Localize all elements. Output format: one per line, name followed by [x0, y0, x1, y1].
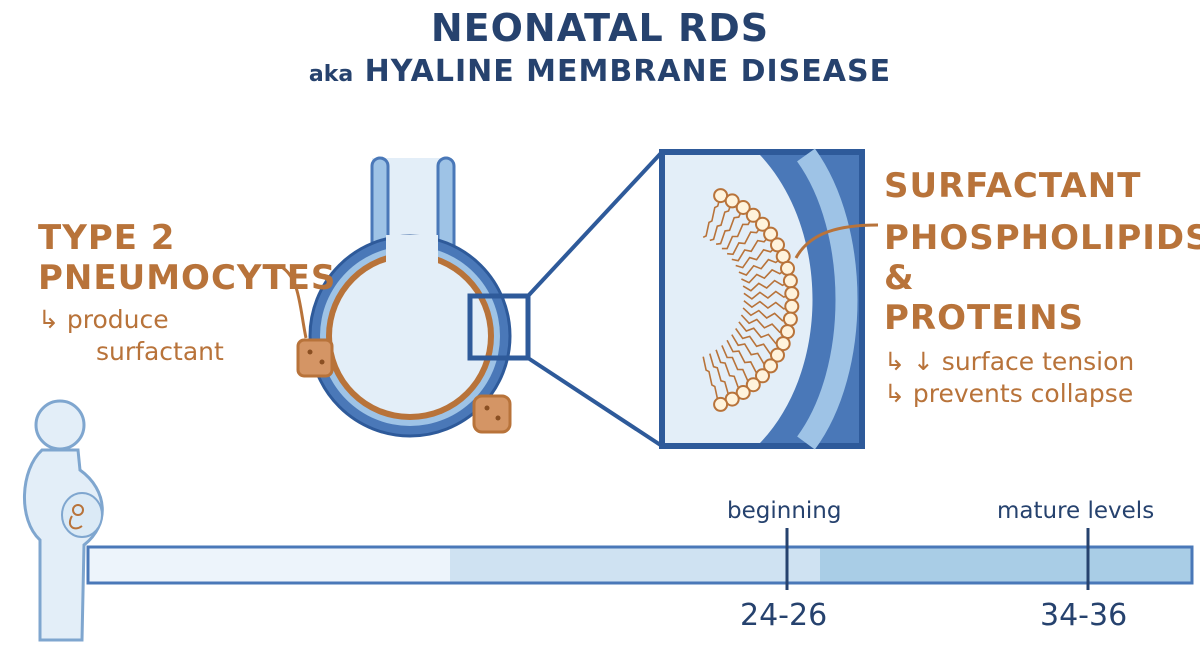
lipid-tail: [742, 307, 791, 322]
lipid-tail: [709, 200, 733, 242]
pneumocyte-cell-right: [472, 394, 512, 434]
pregnant-person-figure: [23, 399, 104, 642]
lipid-tail: [727, 223, 764, 256]
subtitle-text: HYALINE MEMBRANE DISEASE: [364, 54, 892, 89]
lipid-head: [735, 385, 751, 400]
lipid-head: [745, 207, 761, 223]
pneumocyte-note-line2: surfactant: [96, 337, 224, 366]
pneumocyte-note-line1: ↳ produce: [38, 305, 169, 334]
lipid-tail: [702, 195, 722, 239]
tick-value-beginning: 24-26: [740, 598, 828, 633]
pneumocyte-heading-line2: PNEUMOCYTES: [38, 258, 337, 298]
lipid-tail: [740, 314, 788, 334]
magnified-surfactant-view: [659, 148, 879, 450]
surfactant-note2: ↳ prevents collapse: [884, 379, 1134, 408]
lipid-head: [770, 347, 785, 363]
tick-label-beginning: beginning: [727, 498, 842, 524]
pneumocyte-label: TYPE 2 PNEUMOCYTES ↳ produce surfactant: [38, 218, 336, 368]
page-title: NEONATAL RDS: [430, 6, 770, 50]
lipid-head: [755, 216, 770, 232]
lipid-tail: [721, 214, 754, 250]
lipid-tail: [731, 233, 772, 262]
surfactant-label: SURFACTANT PHOSPHOLIPIDS & PROTEINS ↳ ↓ …: [884, 166, 1200, 410]
lipid-head: [763, 358, 779, 374]
pneumocyte-heading-line1: TYPE 2: [38, 218, 176, 258]
surfactant-line2: PROTEINS: [884, 298, 1085, 338]
gestation-timeline: [86, 528, 1194, 590]
lipid-head: [735, 200, 751, 215]
tick-value-mature: 34-36: [1040, 598, 1128, 633]
lipid-tail: [735, 244, 779, 269]
phospholipid-layer: [702, 188, 800, 412]
lipid-head: [784, 286, 800, 302]
lipid-head: [770, 237, 785, 253]
tick-label-mature: mature levels: [997, 498, 1155, 524]
lipid-tail: [743, 290, 793, 300]
lipid-tail: [741, 267, 788, 284]
zoom-indicator: [467, 150, 664, 448]
surfactant-heading: SURFACTANT: [884, 166, 1142, 206]
lipid-head: [780, 260, 795, 276]
lipid-tail: [738, 255, 784, 276]
lipid-head: [724, 193, 740, 209]
surfactant-line1: PHOSPHOLIPIDS &: [884, 218, 1200, 298]
surfactant-note1: ↳ ↓ surface tension: [884, 347, 1135, 376]
page-subtitle: aka HYALINE MEMBRANE DISEASE: [0, 54, 1200, 89]
subtitle-aka: aka: [308, 62, 354, 87]
lipid-head: [782, 311, 798, 327]
lipid-head: [775, 336, 791, 352]
lipid-tail: [715, 207, 744, 245]
lipid-head: [784, 298, 800, 314]
lipid-head: [713, 396, 729, 412]
alveolus-illustration: [282, 156, 512, 438]
lipid-head: [755, 368, 770, 384]
pneumocyte-cell-left: [296, 338, 334, 378]
lipid-head: [745, 377, 761, 393]
lipid-head: [763, 226, 779, 242]
lipid-head: [782, 273, 798, 289]
lipid-tail: [743, 300, 793, 310]
lipid-tail: [742, 279, 791, 292]
